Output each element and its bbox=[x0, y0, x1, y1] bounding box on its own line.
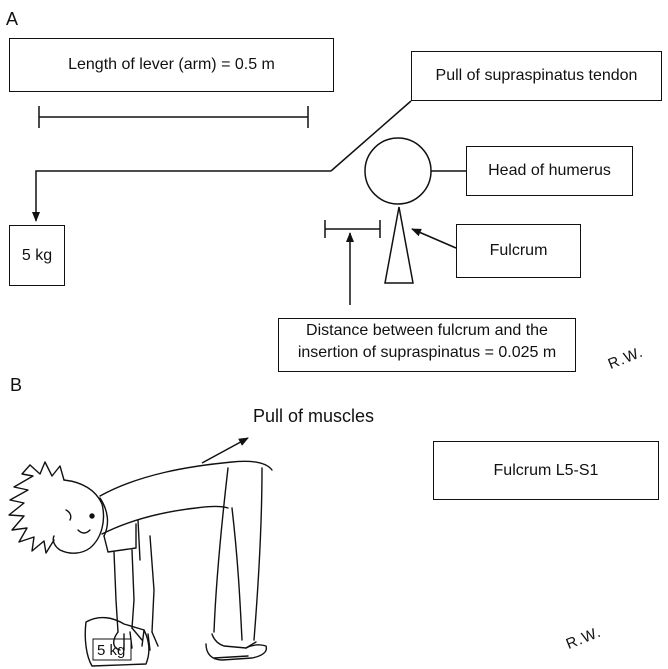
fulcrum-triangle bbox=[385, 207, 413, 283]
lever-arm-line bbox=[36, 171, 331, 221]
lever-length-bar bbox=[39, 106, 308, 128]
bending-figure-drawing bbox=[9, 461, 272, 666]
distance-bar bbox=[325, 220, 380, 238]
head-of-humerus-circle bbox=[365, 138, 431, 204]
weight-text-b: 5 kg bbox=[97, 642, 125, 659]
pull-of-muscles-arrow bbox=[202, 438, 248, 463]
fulcrum-arrow bbox=[412, 229, 456, 248]
pull-supraspinatus-line bbox=[331, 101, 411, 171]
